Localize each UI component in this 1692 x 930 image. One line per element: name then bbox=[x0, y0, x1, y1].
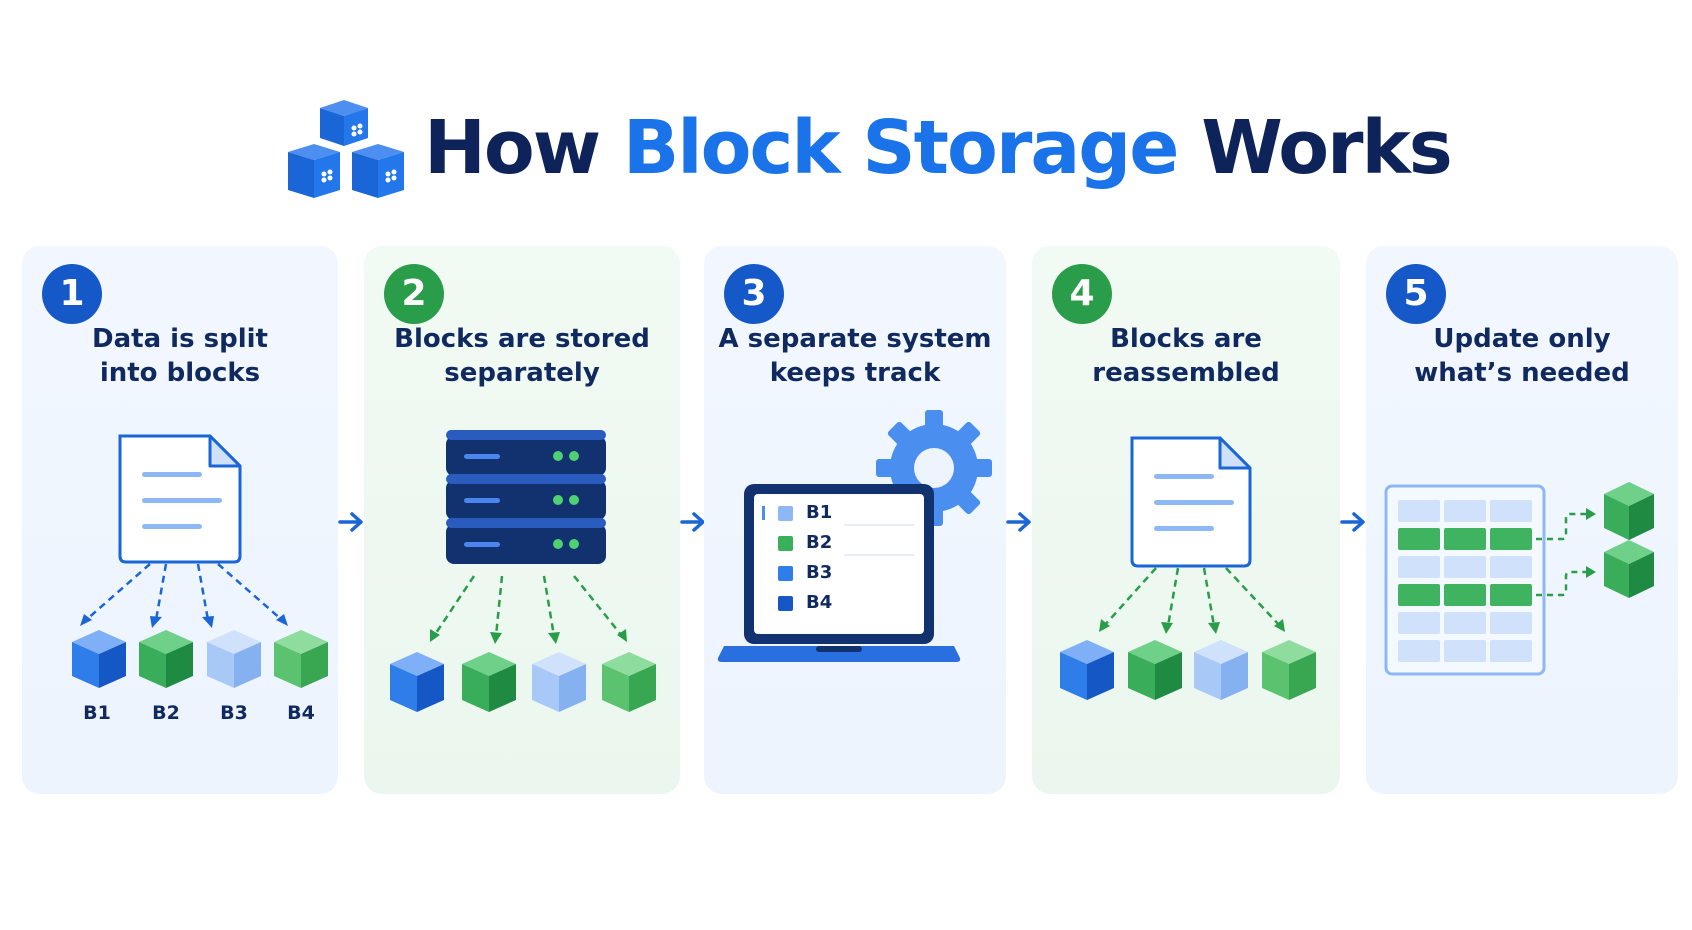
grid-table-icon bbox=[1384, 484, 1546, 676]
step-5-panel: 5 Update only what’s needed bbox=[1366, 246, 1678, 794]
cube-icon bbox=[1060, 640, 1114, 700]
step-5-title: Update only what’s needed bbox=[1376, 322, 1668, 390]
step-4-badge: 4 bbox=[1052, 264, 1112, 324]
step-5-title-line2: what’s needed bbox=[1414, 358, 1630, 388]
step-1-panel: 1 Data is split into blocks bbox=[22, 246, 338, 794]
step-3-title-line2: keeps track bbox=[769, 358, 941, 388]
block-label-b3: B3 bbox=[220, 702, 248, 724]
step-3-badge: 3 bbox=[724, 264, 784, 324]
step-4-title-line1: Blocks are bbox=[1110, 324, 1262, 354]
cube-icon bbox=[1604, 482, 1654, 540]
step-1-illustration bbox=[72, 434, 328, 688]
step-4-illustration bbox=[1060, 436, 1316, 700]
step-5-illustration bbox=[1384, 482, 1654, 676]
title-area: How Block Storage Works bbox=[0, 88, 1692, 208]
server-rack-icon bbox=[446, 430, 606, 564]
cube-icon bbox=[139, 630, 193, 688]
page-title: How Block Storage Works bbox=[424, 98, 1453, 198]
step-1-title-line1: Data is split bbox=[92, 324, 268, 354]
step-1-title-line2: into blocks bbox=[99, 358, 261, 388]
step-1-title: Data is split into blocks bbox=[32, 322, 328, 390]
laptop-icon bbox=[717, 484, 961, 662]
step-3-title: A separate system keeps track bbox=[714, 322, 996, 390]
step-4-panel: 4 Blocks are reassembled bbox=[1032, 246, 1340, 794]
cube-icon bbox=[1262, 640, 1316, 700]
step-1-badge: 1 bbox=[42, 264, 102, 324]
step-2-title: Blocks are stored separately bbox=[374, 322, 670, 390]
block-label-b4: B4 bbox=[287, 702, 315, 724]
document-icon bbox=[118, 434, 242, 564]
document-icon bbox=[1130, 436, 1252, 568]
list-item-b3: B3 bbox=[806, 562, 833, 583]
cube-icon bbox=[462, 652, 516, 712]
cube-icon bbox=[1194, 640, 1248, 700]
arrow-right-icon bbox=[338, 512, 363, 532]
cube-icon bbox=[532, 652, 586, 712]
step-2-illustration bbox=[390, 430, 656, 712]
step-4-title: Blocks are reassembled bbox=[1042, 322, 1330, 390]
step-3-illustration bbox=[717, 410, 992, 662]
cube-icon bbox=[274, 630, 328, 688]
step-5-title-line1: Update only bbox=[1433, 324, 1611, 354]
cubes-logo-icon bbox=[288, 100, 404, 198]
title-part-1: How bbox=[424, 105, 623, 191]
cube-icon bbox=[390, 652, 444, 712]
step-2-title-line2: separately bbox=[444, 358, 600, 388]
cube-icon bbox=[207, 630, 261, 688]
list-item-b2: B2 bbox=[806, 532, 833, 553]
list-item-b1: B1 bbox=[806, 502, 833, 523]
step-3-panel: 3 A separate system keeps track bbox=[704, 246, 1006, 794]
step-2-badge: 2 bbox=[384, 264, 444, 324]
step-3-title-line1: A separate system bbox=[718, 324, 992, 354]
list-item-b4: B4 bbox=[806, 592, 833, 613]
block-label-b2: B2 bbox=[152, 702, 180, 724]
step-2-title-line1: Blocks are stored bbox=[394, 324, 650, 354]
title-part-2: Block Storage bbox=[622, 105, 1180, 191]
step-5-badge: 5 bbox=[1386, 264, 1446, 324]
arrow-right-icon bbox=[1006, 512, 1031, 532]
step-4-title-line2: reassembled bbox=[1092, 358, 1280, 388]
cube-icon bbox=[1128, 640, 1182, 700]
title-part-3: Works bbox=[1177, 105, 1453, 191]
cube-icon bbox=[72, 630, 126, 688]
arrow-right-icon bbox=[1340, 512, 1365, 532]
arrow-right-icon bbox=[680, 512, 705, 532]
cube-icon bbox=[1604, 540, 1654, 598]
cube-icon bbox=[602, 652, 656, 712]
block-label-b1: B1 bbox=[83, 702, 111, 724]
step-2-panel: 2 Blocks are stored separately bbox=[364, 246, 680, 794]
